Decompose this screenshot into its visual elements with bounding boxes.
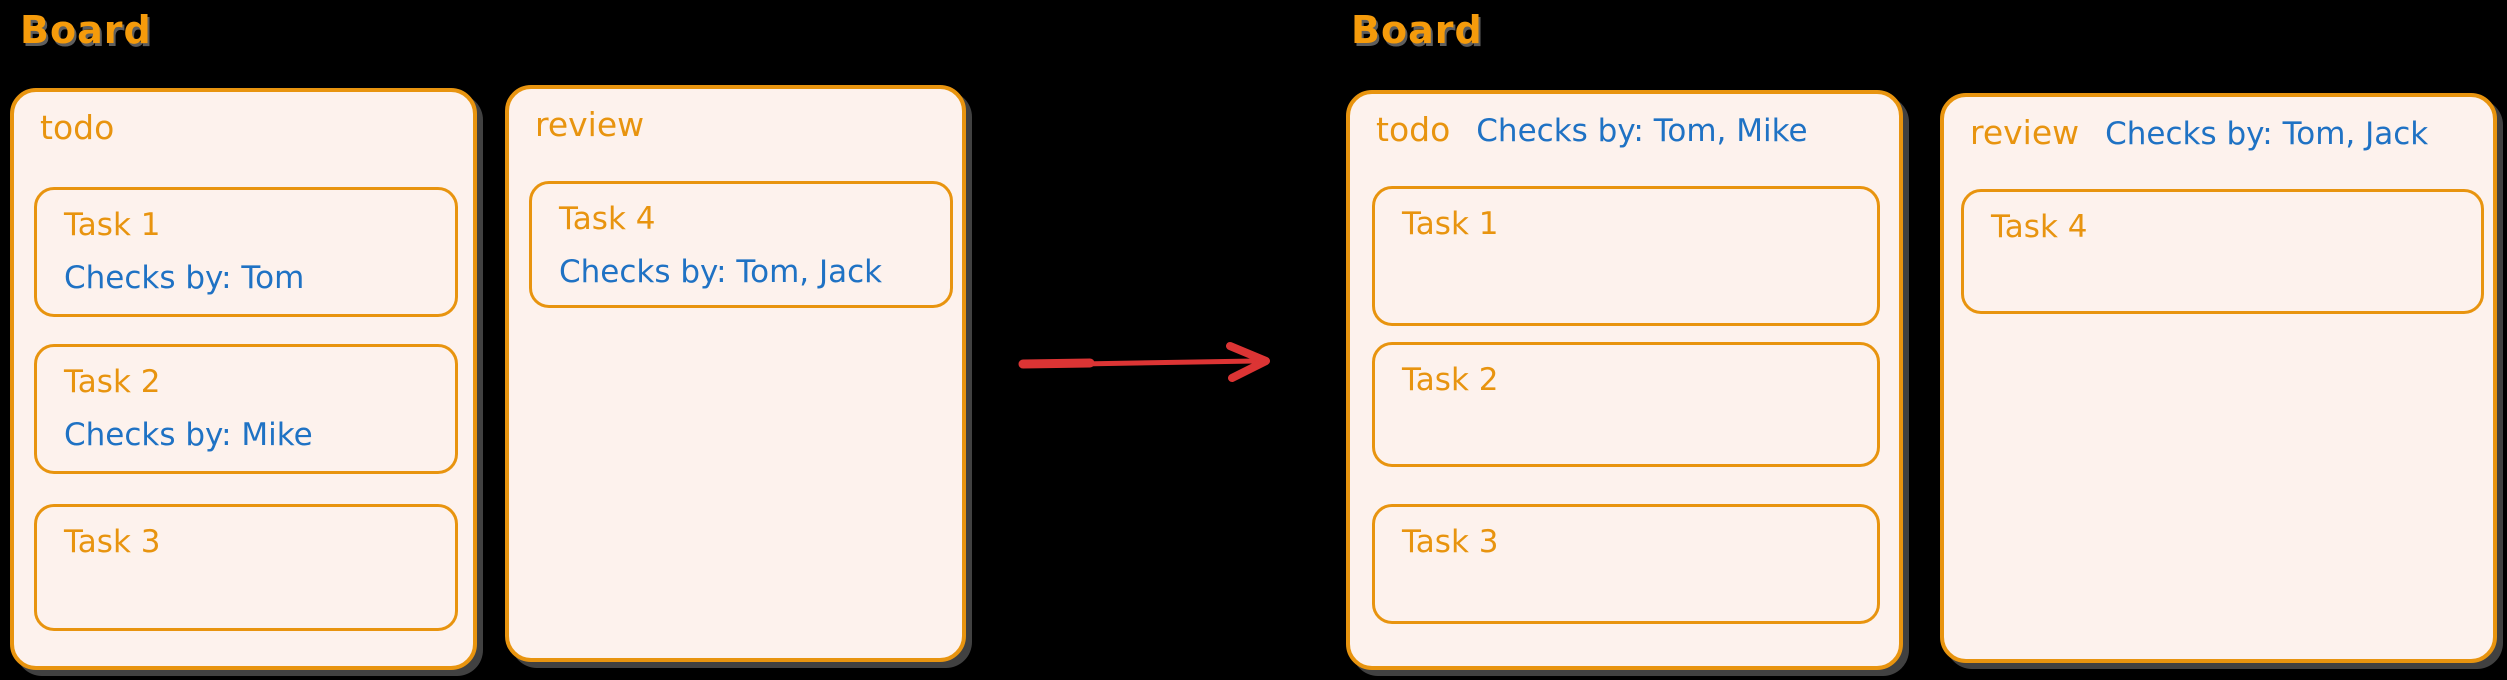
board-before-title: Board [20, 8, 152, 52]
task-card: Task 2 Checks by: Mike [34, 344, 458, 474]
board-after-title: Board [1351, 8, 1483, 52]
task-checks: Checks by: Mike [64, 417, 313, 453]
task-card: Task 3 [1372, 504, 1880, 624]
task-card: Task 4 Checks by: Tom, Jack [529, 181, 953, 308]
column-checks-label: Checks by: Tom, Jack [2105, 116, 2429, 152]
task-card: Task 1 Checks by: Tom [34, 187, 458, 317]
column-checks-label: Checks by: Tom, Mike [1476, 113, 1808, 149]
column-before-review-header: review [535, 105, 946, 144]
transform-arrow-icon [1018, 342, 1270, 382]
task-title: Task 2 [1402, 362, 1499, 398]
task-card: Task 2 [1372, 342, 1880, 467]
column-before-todo-header: todo [40, 108, 457, 147]
column-after-todo: todo Checks by: Tom, Mike Task 1 Task 2 … [1346, 90, 1903, 670]
task-checks: Checks by: Tom, Jack [559, 254, 883, 290]
task-card: Task 4 [1961, 189, 2484, 314]
task-title: Task 1 [64, 207, 161, 243]
column-name: review [535, 105, 645, 144]
task-card: Task 3 [34, 504, 458, 631]
task-title: Task 4 [559, 201, 656, 237]
task-card: Task 1 [1372, 186, 1880, 326]
column-name: todo [40, 108, 115, 147]
column-after-review: review Checks by: Tom, Jack Task 4 [1940, 93, 2497, 663]
column-before-review: review Task 4 Checks by: Tom, Jack [505, 85, 966, 662]
column-after-todo-header: todo Checks by: Tom, Mike [1376, 110, 1883, 149]
column-name: review [1970, 113, 2080, 152]
task-title: Task 4 [1991, 209, 2088, 245]
task-title: Task 2 [64, 364, 161, 400]
task-title: Task 3 [64, 524, 161, 560]
column-before-todo: todo Task 1 Checks by: Tom Task 2 Checks… [10, 88, 477, 670]
task-title: Task 1 [1402, 206, 1499, 242]
task-checks: Checks by: Tom [64, 260, 305, 296]
column-after-review-header: review Checks by: Tom, Jack [1970, 113, 2477, 152]
column-name: todo [1376, 110, 1451, 149]
task-title: Task 3 [1402, 524, 1499, 560]
